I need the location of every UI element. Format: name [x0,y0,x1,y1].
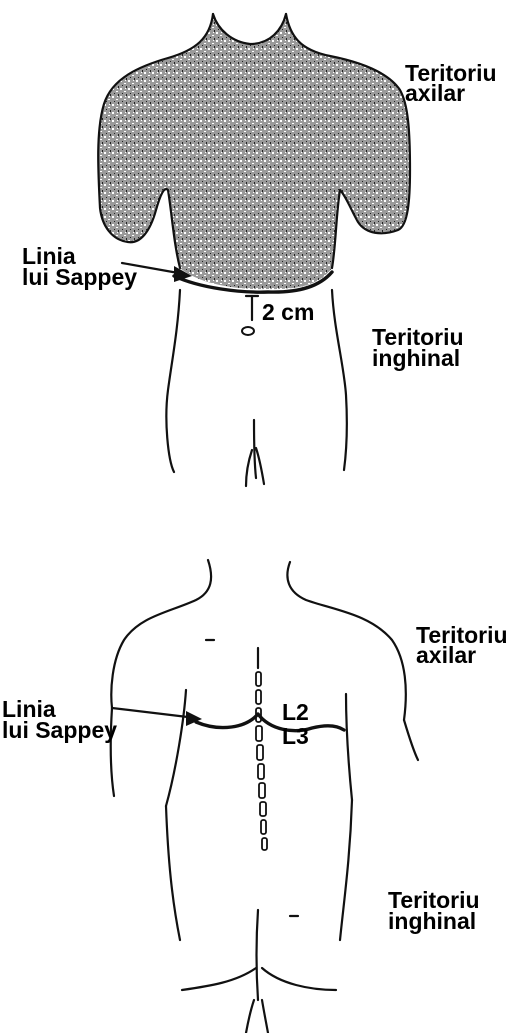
gluteal-cleft [257,910,259,1000]
label-vertebra-l2: L2 [282,699,309,725]
posterior-labels: Teritoriu axilar Linia lui Sappey L2 L3 … [2,622,508,934]
buttock-left [182,968,256,990]
sappey-line-posterior [196,714,344,731]
inner-leg-right [262,1000,268,1033]
label-sappey-bottom-l2: lui Sappey [2,717,117,743]
label-axilar-top-l2: axilar [405,80,465,106]
label-axilar-bottom-l2: axilar [416,642,476,668]
neck-left-posterior [111,560,211,708]
label-vertebra-l3: L3 [282,723,309,749]
label-sappey-top-l2: lui Sappey [22,264,137,290]
anterior-body-figure [98,14,410,486]
axillary-territory-shading [98,14,410,289]
posterior-body-figure [111,560,418,1033]
umbilicus [242,327,254,335]
buttock-right [262,968,336,990]
left-torso-posterior [166,690,186,806]
inner-thigh-right [256,448,264,484]
lower-trunk-right [332,290,347,470]
right-torso-posterior [346,694,352,800]
inner-leg-left [246,1000,254,1033]
spine-vertebrae [256,672,267,850]
label-distance: 2 cm [262,299,314,325]
lower-trunk-left [166,290,180,472]
label-inghinal-bottom-l2: inghinal [388,908,476,934]
inner-thigh-center [246,450,252,486]
right-arm-posterior [404,720,418,760]
lower-back-right [340,800,352,940]
lower-back-left [166,806,180,940]
label-inghinal-top-l2: inghinal [372,345,460,371]
